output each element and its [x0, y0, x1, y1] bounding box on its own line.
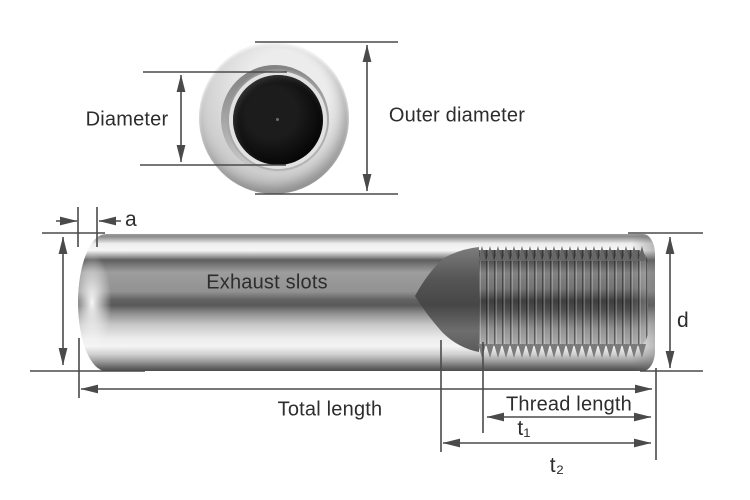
thread-crest-top — [478, 246, 646, 261]
thread-crest-bottom — [478, 344, 646, 358]
side-view-dimensions — [30, 207, 703, 460]
center-point — [276, 118, 279, 121]
a-label: a — [125, 208, 137, 231]
t1-label: t₁ — [517, 417, 531, 440]
total-length-label: Total length — [277, 398, 383, 421]
d-label: d — [677, 309, 689, 332]
exhaust-slots-label: Exhaust slots — [206, 271, 328, 294]
chamfer-cone — [415, 247, 479, 352]
threaded-section — [478, 250, 648, 346]
outer-diameter-label: Outer diameter — [388, 104, 526, 127]
thread-length-label: Thread length — [505, 393, 633, 416]
end-view-dimensions — [140, 41, 398, 195]
t2-label: t₂ — [549, 454, 565, 477]
diameter-label: Diameter — [85, 108, 169, 131]
